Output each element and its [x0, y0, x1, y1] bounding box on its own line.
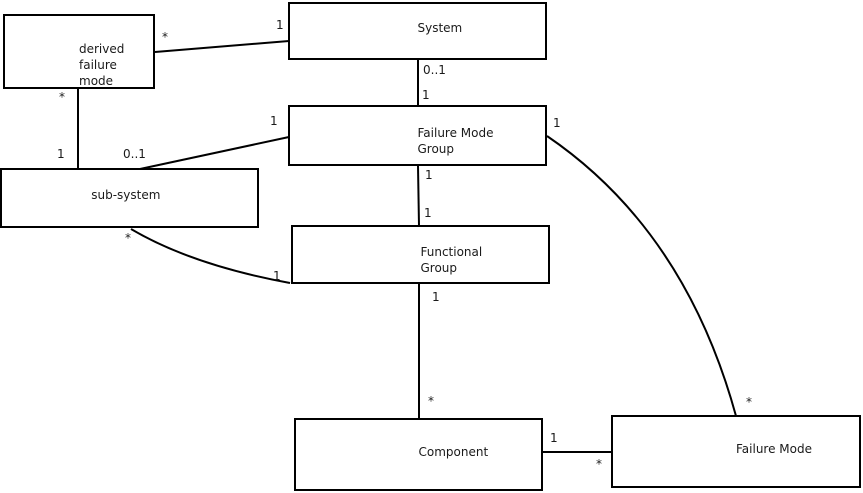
entity-label-line: Functional [420, 244, 483, 259]
entity-sub-system[interactable]: sub-system [0, 168, 259, 228]
multiplicity-fg-side-from-subsystem: 1 [273, 269, 281, 283]
entity-failure-mode-group[interactable]: Failure Mode Group [288, 105, 547, 166]
entity-label: Failure Mode [736, 441, 812, 457]
entity-label: derived failure mode [79, 41, 124, 89]
connector-sub-system-to-functional-group [130, 228, 291, 284]
multiplicity-subsystem-side-from-fmg: 0..1 [123, 147, 146, 161]
entity-label: sub-system [91, 187, 160, 203]
entity-component[interactable]: Component [294, 418, 543, 491]
connector-system-to-derived-failure-mode [154, 40, 290, 53]
entity-label: System [418, 20, 463, 36]
multiplicity-component-side-to-failure-mode: 1 [550, 431, 558, 445]
entity-label-line: System [417, 21, 463, 35]
connector-failure-mode-group-to-failure-mode [546, 135, 737, 417]
entity-label-line: sub-system [91, 188, 161, 202]
multiplicity-failure-mode-side-from-fmg: * [746, 395, 752, 409]
entity-label: Component [419, 444, 489, 460]
entity-label-line: mode [79, 73, 114, 88]
multiplicity-derived-side-from-system: * [162, 30, 168, 44]
multiplicity-subsystem-side-to-fg: * [125, 231, 131, 245]
multiplicity-system-side-to-derived: 1 [276, 18, 284, 32]
connector-failure-mode-group-to-functional-group [417, 165, 420, 227]
entity-failure-mode[interactable]: Failure Mode [611, 415, 861, 488]
entity-label-line: Group [417, 141, 455, 156]
multiplicity-fmg-side-to-failure-mode: 1 [553, 116, 561, 130]
multiplicity-fmg-side-from-system: 1 [422, 88, 430, 102]
multiplicity-component-side-from-fg: * [428, 394, 434, 408]
multiplicity-derived-side-to-subsystem: * [59, 90, 65, 104]
entity-label: Failure Mode Group [418, 125, 494, 157]
multiplicity-failure-mode-side-from-component: * [596, 457, 602, 471]
entity-system[interactable]: System [288, 2, 547, 60]
multiplicity-fmg-side-to-subsystem: 1 [270, 114, 278, 128]
entity-label-line: Component [418, 444, 489, 459]
entity-label-line: failure [79, 57, 117, 72]
entity-label: Functional Group [421, 244, 483, 276]
entity-label-line: Failure Mode [417, 125, 494, 140]
entity-label-line: Failure Mode [736, 441, 812, 456]
entity-derived-failure-mode[interactable]: derived failure mode [3, 14, 155, 89]
entity-label-line: derived [79, 41, 125, 56]
entity-functional-group[interactable]: Functional Group [291, 225, 550, 284]
connector-failure-mode-group-to-sub-system [139, 136, 290, 170]
multiplicity-fg-side-to-component: 1 [432, 290, 440, 304]
multiplicity-system-side-to-fmg: 0..1 [423, 63, 446, 77]
multiplicity-fmg-side-to-fg: 1 [425, 168, 433, 182]
multiplicity-subsystem-side-from-derived: 1 [57, 147, 65, 161]
multiplicity-fg-side-from-fmg: 1 [424, 206, 432, 220]
entity-label-line: Group [420, 260, 458, 275]
